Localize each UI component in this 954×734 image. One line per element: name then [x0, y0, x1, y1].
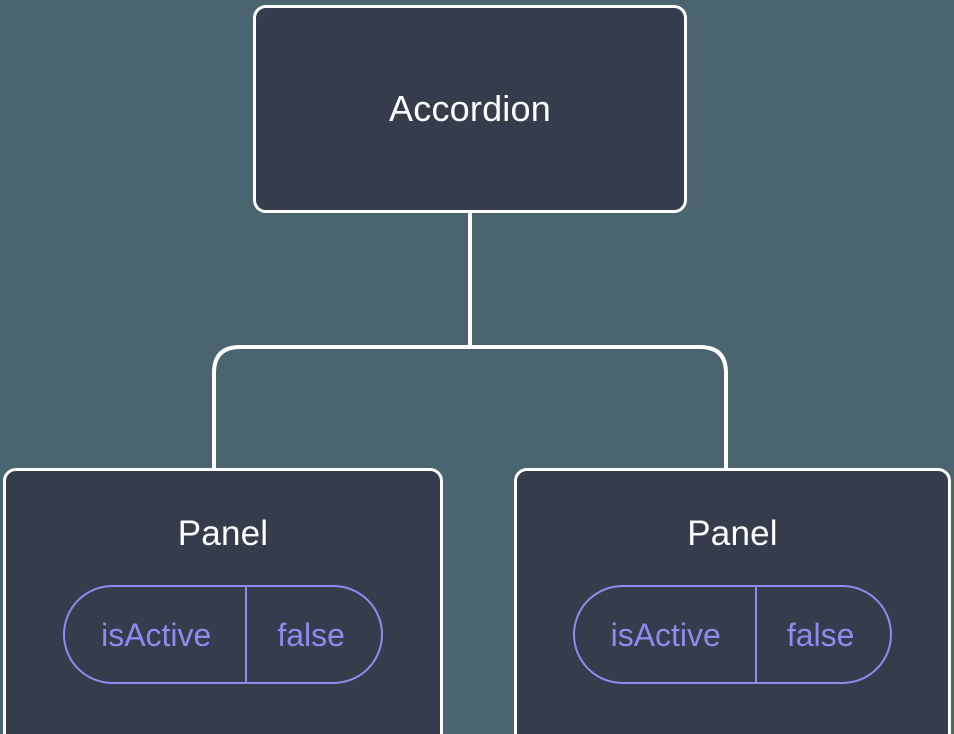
- prop-key-is-active: isActive: [610, 616, 721, 653]
- connector-bus-left: [212, 345, 470, 470]
- node-accordion[interactable]: Accordion: [253, 5, 687, 213]
- node-panel-2[interactable]: Panel isActive false: [514, 468, 951, 734]
- prop-value-is-active: false: [754, 587, 891, 682]
- node-panel-1[interactable]: Panel isActive false: [3, 468, 443, 734]
- node-accordion-label: Accordion: [389, 88, 551, 129]
- prop-badge-panel-2[interactable]: isActive false: [572, 585, 893, 684]
- prop-badge-panel-1[interactable]: isActive false: [63, 585, 383, 684]
- node-panel-2-label: Panel: [687, 514, 778, 553]
- node-panel-1-label: Panel: [177, 514, 269, 553]
- prop-key-is-active: isActive: [101, 616, 212, 653]
- connector-bus-right: [470, 345, 728, 470]
- prop-value-is-active: false: [245, 587, 381, 682]
